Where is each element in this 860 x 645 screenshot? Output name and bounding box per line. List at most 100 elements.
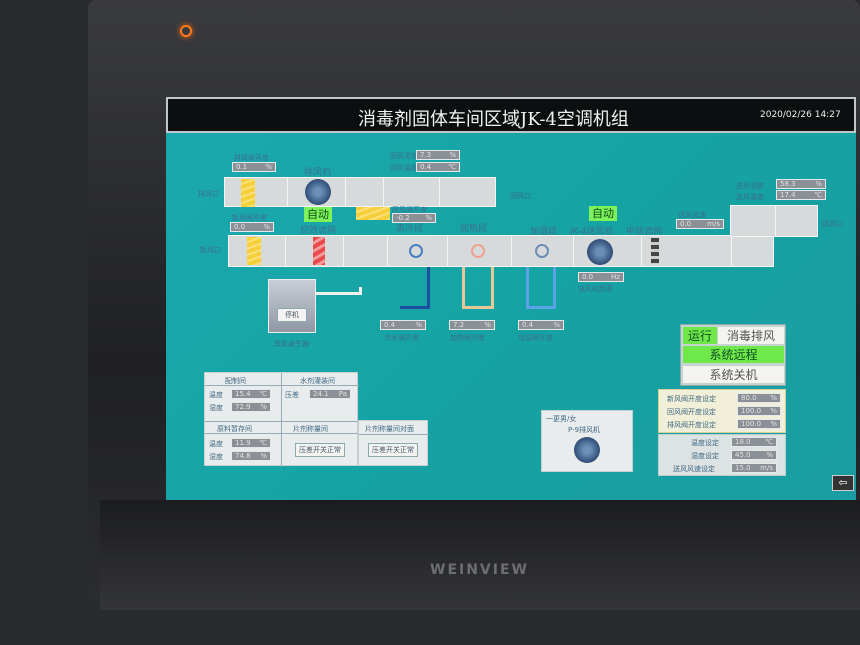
room-panel: 片剂称量间对面 压差开关正常 [358, 420, 429, 466]
setting-label: 送风风速设定 [673, 465, 715, 473]
supply-fan-mode-badge[interactable]: 自动 [589, 206, 617, 221]
p9-fan-icon[interactable] [574, 437, 600, 463]
exhaust-fan-label: 排风机 [304, 168, 332, 178]
fresh-damper-icon [247, 237, 261, 265]
room-name: 原料暂存间 [217, 425, 252, 433]
room-name: 片剂称量间 [293, 425, 328, 433]
r1-hum: 72.9% [231, 402, 271, 412]
supply-fan-label: JK-4送风机 [570, 227, 614, 237]
run-indicator: 运行 [683, 327, 717, 344]
return-damper-label: 回风阀开度 [392, 206, 427, 214]
primary-filter-icon [313, 237, 325, 265]
hum-label: 湿度 [209, 453, 223, 461]
r5-status: 压差开关正常 [368, 443, 418, 457]
chw-valve-value: 0.4% [380, 320, 426, 330]
mode-button[interactable]: 消毒排风 [718, 327, 784, 344]
ozone-pipe [316, 287, 362, 295]
fresh-inlet-label: 新风口 [200, 246, 221, 254]
return-humidity-label: 回风湿度 [390, 152, 418, 160]
temp-label: 温度 [209, 440, 223, 448]
hmi-screen: 消毒剂固体车间区域JK-4空调机组 2020/02/26 14:27 排风阀开度… [166, 97, 856, 500]
exhaust-damper-label: 排风阀开度 [234, 154, 269, 162]
shutdown-button[interactable]: 系统关机 [683, 366, 784, 383]
setting-label: 新风阀开度设定 [667, 395, 716, 403]
room-name: 水剂灌装间 [300, 377, 335, 385]
ozone-generator[interactable]: 停机 [268, 279, 316, 333]
return-humidity-value: 7.3% [416, 150, 460, 160]
return-temp-label: 回风温度 [390, 164, 418, 172]
setting-label: 排风阀开度设定 [667, 421, 716, 429]
chilled-water-pipe [400, 267, 430, 309]
exhaust-fan-mode-badge[interactable]: 自动 [304, 207, 332, 222]
return-temp-value: 0.4℃ [416, 162, 460, 172]
medium-filter-icon [651, 238, 659, 264]
r3-hum: 74.8% [231, 451, 271, 461]
heating-coil-icon [471, 244, 485, 258]
chw-valve-label: 冷水阀开度 [384, 334, 419, 342]
heating-label: 加热段 [460, 224, 488, 234]
supply-duct [228, 235, 774, 267]
heat-valve-value: 7.2% [449, 320, 495, 330]
return-inlet-label: 回风口 [510, 192, 531, 200]
datetime: 2020/02/26 14:27 [760, 110, 841, 120]
supply-humidity-value: 58.3% [776, 179, 826, 189]
room-name: 片剂称量间对面 [365, 425, 414, 433]
exhaust-fan-icon[interactable] [305, 179, 331, 205]
room-panel: 一更男/女 P-9排风机 [541, 410, 633, 472]
exhaust-outlet-label: 排风口 [198, 190, 219, 198]
supply-outlet-label: 送风口 [822, 220, 843, 228]
room-name: 配制间 [225, 377, 246, 385]
cooling-coil-icon [409, 244, 423, 258]
control-panel: 运行 消毒排风 系统远程 系统关机 [680, 324, 786, 386]
hum-label: 湿度 [209, 404, 223, 412]
page-title: 消毒剂固体车间区域JK-4空调机组 [358, 109, 629, 130]
hum-valve-label: 加湿阀开度 [518, 334, 553, 342]
supply-speed-label: 送风风速 [678, 211, 706, 219]
humidifier-icon [535, 244, 549, 258]
supply-humidity-label: 送风湿度 [736, 182, 764, 190]
bezel-bottom [100, 500, 860, 610]
humidifier-pipe [526, 267, 556, 309]
supply-fan-icon[interactable] [587, 239, 613, 265]
setting-label: 回风阀开度设定 [667, 408, 716, 416]
r1-temp: 15.4℃ [231, 389, 271, 399]
fresh-damper-value: 0.0% [230, 222, 274, 232]
ozone-state[interactable]: 停机 [277, 308, 307, 322]
supply-outlet-duct [730, 205, 818, 237]
title-bar: 消毒剂固体车间区域JK-4空调机组 2020/02/26 14:27 [166, 97, 856, 133]
setting-value[interactable]: 18.0℃ [731, 437, 777, 447]
back-arrow-icon[interactable]: ⇦ [832, 475, 854, 491]
cooling-label: 表冷段 [396, 224, 424, 234]
brand-logo: WEINVIEW [430, 562, 529, 578]
setting-label: 湿度设定 [691, 452, 719, 460]
heating-pipe [462, 267, 494, 309]
setting-value[interactable]: 45.0% [731, 450, 777, 460]
supply-temp-value: 17.4℃ [776, 190, 826, 200]
room-name: 一更男/女 [546, 415, 577, 423]
damper-settings: 新风阀开度设定 80.0% 回风阀开度设定 100.0% 排风阀开度设定 100… [658, 389, 786, 433]
fan-freq-label: 送风机频率 [578, 285, 613, 293]
p9-fan-label: P-9排风机 [568, 426, 601, 434]
heat-valve-label: 加热阀开度 [450, 334, 485, 342]
dp-label: 压差 [285, 391, 299, 399]
humidify-label: 加湿段 [530, 227, 558, 237]
exhaust-damper-value: 0.1% [232, 162, 276, 172]
exhaust-duct [224, 177, 496, 207]
fresh-damper-label: 新风阀开度 [232, 214, 267, 222]
setting-label: 温度设定 [691, 439, 719, 447]
power-led-icon [180, 25, 192, 37]
setting-value[interactable]: 80.0% [737, 393, 781, 403]
exhaust-damper-icon [241, 179, 255, 207]
supply-temp-label: 送风温度 [736, 193, 764, 201]
primary-filter-label: 初效滤网 [300, 226, 337, 236]
remote-button[interactable]: 系统远程 [683, 346, 784, 363]
r4-status: 压差开关正常 [295, 443, 345, 457]
setting-value[interactable]: 100.0% [737, 419, 781, 429]
temp-label: 温度 [209, 391, 223, 399]
setting-value[interactable]: 100.0% [737, 406, 781, 416]
